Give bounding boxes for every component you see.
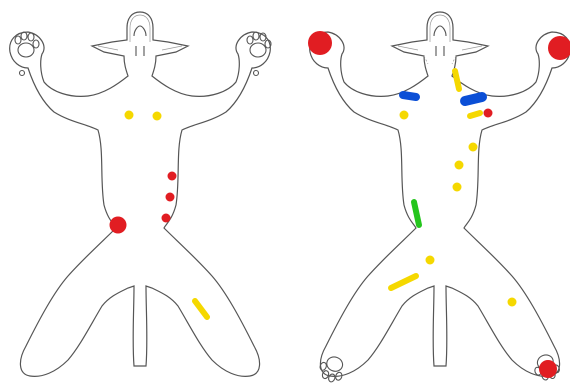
right-yellow-dot-marker-9 bbox=[469, 143, 478, 152]
right-red-blob-marker-1 bbox=[308, 31, 332, 55]
left-yellow-dot-marker-1 bbox=[125, 111, 134, 120]
right-yellow-streak-marker-6 bbox=[470, 113, 480, 116]
left-red-blob-marker-6 bbox=[110, 217, 127, 234]
left-red-dot-marker-3 bbox=[168, 172, 177, 181]
right-yellow-dot-marker-13 bbox=[426, 256, 435, 265]
right-red-blob-marker-16 bbox=[539, 360, 557, 378]
left-red-dot-marker-4 bbox=[166, 193, 175, 202]
right-yellow-streak-marker-5 bbox=[455, 71, 459, 89]
left-red-dot-marker-5 bbox=[162, 214, 171, 223]
right-blue-streak-marker-3 bbox=[403, 95, 416, 97]
left-yellow-dot-marker-2 bbox=[153, 112, 162, 121]
right-body-outline bbox=[310, 12, 570, 383]
right-yellow-dot-marker-15 bbox=[508, 298, 517, 307]
right-blue-streak-marker-4 bbox=[465, 97, 482, 101]
right-yellow-dot-marker-10 bbox=[455, 161, 464, 170]
right-yellow-dot-marker-8 bbox=[400, 111, 409, 120]
right-yellow-dot-marker-11 bbox=[453, 183, 462, 192]
right-red-dot-marker-7 bbox=[484, 109, 493, 118]
left-body-outline bbox=[10, 12, 271, 376]
